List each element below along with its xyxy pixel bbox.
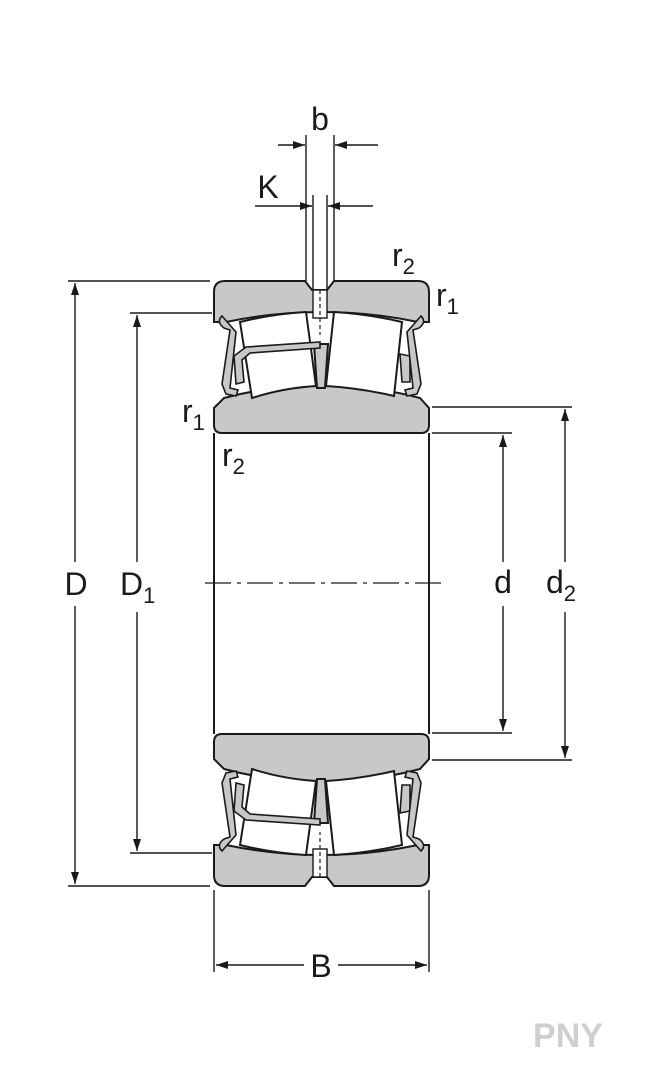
dimension-K: K	[255, 169, 373, 290]
svg-text:d2: d2	[546, 564, 576, 606]
dimension-d2: d2	[432, 406, 588, 761]
svg-text:B: B	[310, 948, 331, 984]
watermark-logo: PNY	[533, 1017, 603, 1055]
label-r2-top: r2	[392, 237, 415, 279]
dimension-B: B	[213, 890, 430, 984]
svg-text:d: d	[494, 564, 512, 600]
label-r1-left: r1	[182, 393, 205, 435]
label-r2-left: r2	[222, 437, 245, 479]
label-r1-top: r1	[436, 277, 459, 319]
lower-section	[213, 733, 430, 887]
svg-text:b: b	[311, 101, 329, 137]
dimension-D1: D1	[118, 312, 212, 854]
dimension-d: d	[432, 432, 518, 734]
svg-text:D1: D1	[120, 566, 155, 608]
svg-text:D: D	[64, 566, 87, 602]
dimension-D: D	[58, 280, 210, 887]
dimension-b: b	[278, 101, 378, 281]
upper-section	[213, 280, 430, 434]
svg-text:K: K	[257, 169, 278, 205]
